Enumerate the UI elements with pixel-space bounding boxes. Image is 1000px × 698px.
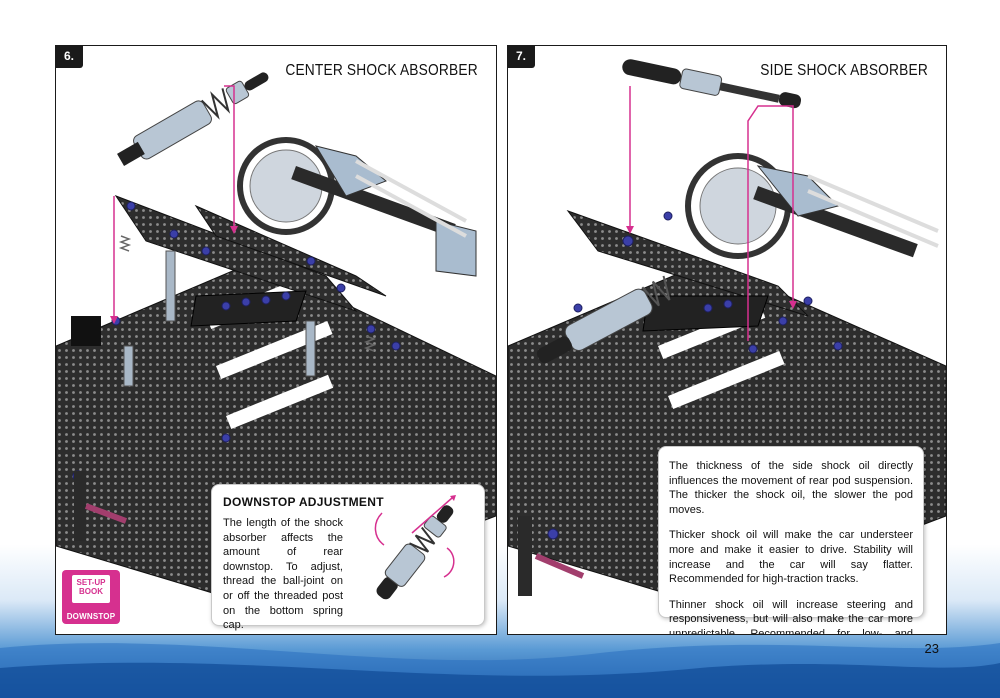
paragraph-3: Thinner shock oil will increase steering… xyxy=(669,598,913,635)
callout-heading: DOWNSTOP ADJUSTMENT xyxy=(223,495,384,509)
callout-text: The thickness of the side shock oil dire… xyxy=(669,459,913,635)
callout-text: The length of the shock absorber affects… xyxy=(223,517,343,632)
setup-book-icon: SET-UP BOOK xyxy=(72,575,110,603)
page-number: 23 xyxy=(924,641,939,656)
step-7-panel: 7. SIDE SHOCK ABSORBER xyxy=(507,45,947,635)
paragraph-2: Thicker shock oil will make the car unde… xyxy=(669,529,913,586)
badge-label: DOWNSTOP xyxy=(66,612,116,621)
shock-adjust-illustration xyxy=(374,495,456,600)
paragraph-1: The thickness of the side shock oil dire… xyxy=(669,460,913,516)
step-title: CENTER SHOCK ABSORBER xyxy=(285,62,478,79)
step-number: 6. xyxy=(56,46,84,68)
step-title: SIDE SHOCK ABSORBER xyxy=(760,62,928,79)
background-wave xyxy=(0,643,1000,698)
step-number: 7. xyxy=(508,46,536,68)
setup-book-badge: SET-UP BOOK DOWNSTOP xyxy=(62,570,120,624)
step-6-panel: 6. CENTER SHOCK ABSORBER xyxy=(55,45,497,635)
shock-oil-callout: The thickness of the side shock oil dire… xyxy=(658,446,924,634)
downstop-callout: DOWNSTOP ADJUSTMENT The length of the sh… xyxy=(211,484,485,631)
